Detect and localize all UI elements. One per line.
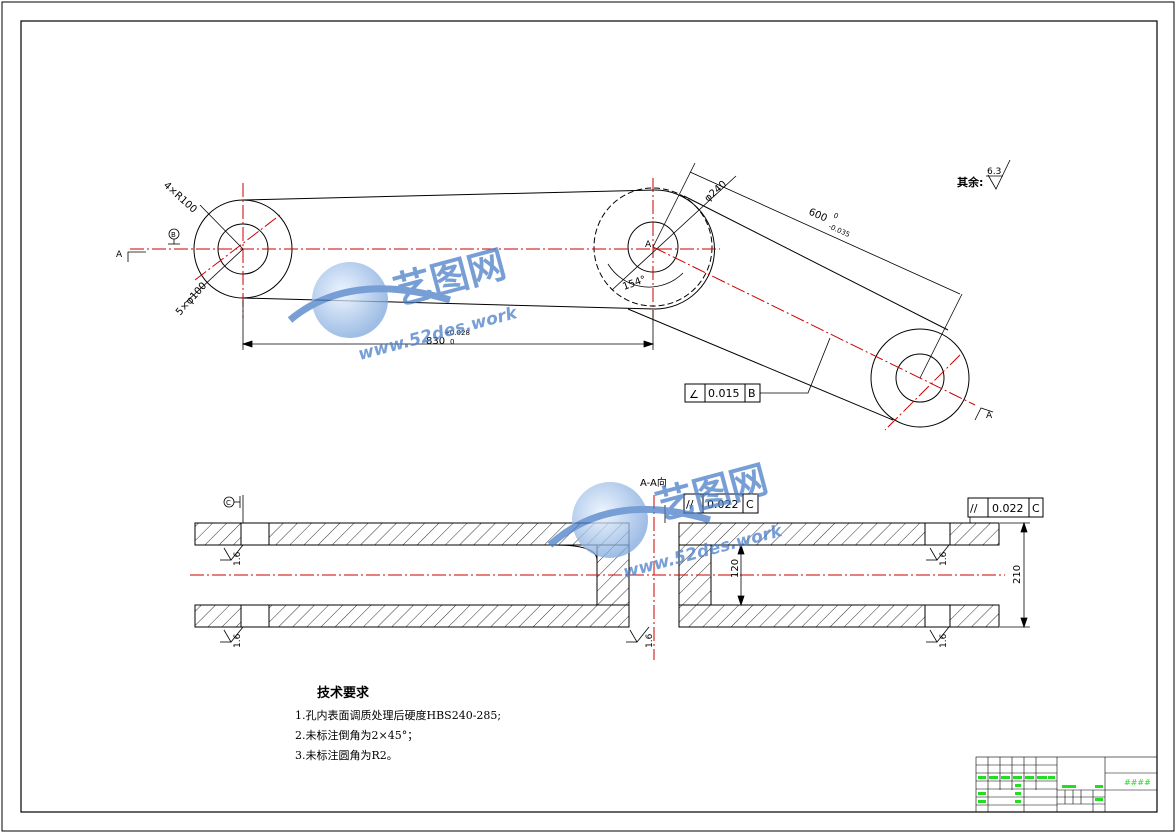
note-item: 3.未标注圆角为R2。	[295, 749, 398, 762]
section-a-center: A	[645, 240, 652, 250]
boss-diameter-label: φ240	[703, 179, 729, 204]
parallel-symbol-right: //	[970, 502, 978, 515]
top-view-dimensions	[127, 162, 994, 421]
title-block-name: ####	[1124, 778, 1151, 787]
section-a-right: A	[986, 411, 993, 421]
roughness-remaining-value: 6.3	[987, 167, 1001, 177]
hole-diameter-label: 5×φ100	[174, 281, 209, 318]
parallel-value-center: 0.022	[707, 498, 739, 511]
angularity-symbol: ∠	[689, 388, 699, 401]
overall-height-label: 210	[1012, 565, 1023, 584]
title-block	[975, 756, 1158, 813]
section-view-title: A-A向	[640, 476, 667, 489]
notes-heading: 技术要求	[317, 686, 370, 701]
section-view	[194, 522, 1000, 628]
parallel-datum-center: C	[746, 498, 754, 511]
parallel-value-right: 0.022	[992, 502, 1024, 515]
datum-c-label: C	[226, 499, 231, 507]
roughness-symbols	[220, 544, 950, 643]
roughness-3: 1.6	[645, 633, 655, 648]
title-block-marks	[978, 776, 1103, 803]
watermark-top: 艺图网 www.52des.work	[287, 242, 521, 365]
note-item: 2.未标注倒角为2×45°；	[295, 729, 419, 742]
drawing-frame	[20, 20, 1158, 813]
center-distance-tol-upper: +0.028	[444, 329, 470, 337]
roughness-5: 1.6	[939, 633, 949, 648]
parallel-frame-center	[683, 493, 759, 514]
watermark-top-brand: 艺图网	[389, 242, 511, 314]
angularity-datum: B	[748, 387, 756, 400]
parallel-frame-right	[967, 497, 1044, 518]
arm-length-label: 600	[807, 207, 829, 225]
center-distance-tol-lower: 0	[450, 338, 454, 346]
parallel-symbol-center: //	[686, 498, 694, 511]
section-centerlines	[190, 495, 1005, 660]
datum-c-symbol	[223, 496, 241, 508]
top-view-centerlines	[130, 178, 976, 431]
roughness-1: 1.6	[233, 551, 243, 566]
watermark-bottom: 艺图网 www.52des.work	[547, 457, 786, 583]
section-dimensions	[242, 495, 1030, 629]
watermark-bottom-brand: 艺图网	[651, 457, 773, 529]
hole-radius-label: 4×R100	[161, 180, 199, 215]
top-view	[193, 187, 970, 428]
center-distance-label: 830	[426, 336, 445, 347]
section-a-left: A	[116, 250, 123, 260]
datum-b-label: B	[171, 231, 176, 239]
angle-label: 154°	[621, 274, 647, 293]
roughness-symbol	[987, 159, 1011, 190]
angularity-value: 0.015	[708, 387, 740, 400]
datum-b-symbol	[168, 228, 180, 245]
angularity-frame	[684, 383, 761, 403]
note-item: 1.孔内表面调质处理后硬度HBS240-285;	[295, 709, 502, 722]
roughness-2: 1.6	[233, 633, 243, 648]
arm-length-tol-upper: 0	[832, 212, 839, 221]
roughness-4: 1.6	[939, 551, 949, 566]
arm-length-tol-lower: -0.035	[827, 223, 851, 239]
parallel-datum-right: C	[1032, 502, 1040, 515]
roughness-remaining-label: 其余:	[957, 175, 983, 189]
inner-gap-label: 120	[730, 559, 741, 578]
technical-notes: 技术要求 1.孔内表面调质处理后硬度HBS240-285; 2.未标注倒角为2×…	[295, 684, 501, 766]
